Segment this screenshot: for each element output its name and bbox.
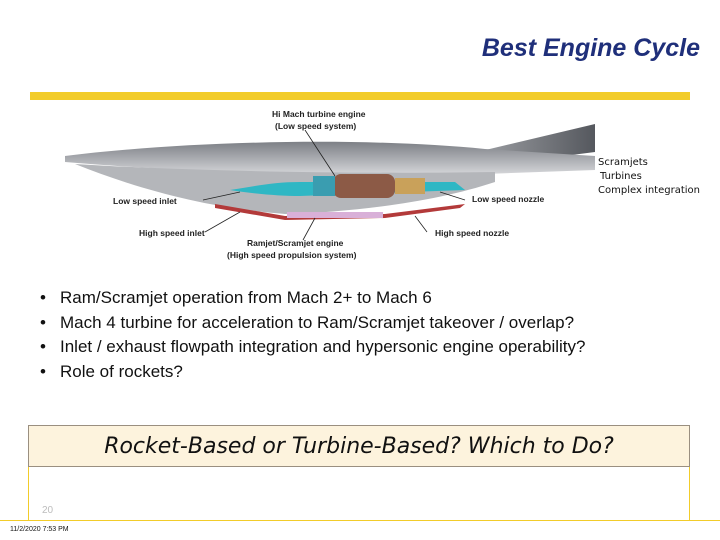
title-underline-bar	[30, 92, 690, 100]
bullet-dot: •	[40, 337, 46, 356]
label-ramjet-scramjet-engine: Ramjet/Scramjet engine	[247, 238, 344, 248]
callout-text: Rocket-Based or Turbine-Based? Which to …	[104, 433, 614, 459]
label-high-speed-inlet: High speed inlet	[139, 228, 205, 238]
footer-left-rule	[28, 467, 29, 520]
slide-title: Best Engine Cycle	[481, 34, 700, 62]
side-note-scramjets: Scramjets	[598, 157, 648, 168]
bullet-item: • Inlet / exhaust flowpath integration an…	[40, 337, 585, 362]
scramjet-combustor	[287, 212, 383, 218]
callout-box: Rocket-Based or Turbine-Based? Which to …	[28, 425, 690, 467]
label-hi-mach-turbine: Hi Mach turbine engine	[272, 109, 366, 119]
bullet-item: • Mach 4 turbine for acceleration to Ram/…	[40, 313, 585, 338]
label-low-speed-inlet: Low speed inlet	[113, 196, 177, 206]
vehicle-upper-body	[65, 141, 595, 175]
propulsion-diagram: Hi Mach turbine engine (Low speed system…	[65, 109, 595, 260]
turbine-compressor	[313, 176, 335, 196]
side-note-turbines: Turbines	[600, 171, 642, 182]
turbine-core	[333, 174, 395, 198]
side-notes: Scramjets Turbines Complex integration	[598, 156, 700, 198]
bullet-text: Inlet / exhaust flowpath integration and…	[60, 337, 586, 356]
bullet-text: Mach 4 turbine for acceleration to Ram/S…	[60, 312, 575, 332]
scramjet-flowpath	[215, 204, 465, 220]
datestamp: 11/2/2020 7:53 PM	[10, 526, 69, 533]
page-number: 20	[42, 505, 54, 516]
label-low-speed-nozzle: Low speed nozzle	[472, 194, 545, 204]
bullet-item: • Role of rockets?	[40, 362, 585, 387]
side-note-complex-integration: Complex integration	[598, 185, 700, 196]
bullet-dot: •	[40, 361, 46, 381]
footer-right-rule	[689, 467, 690, 520]
bullet-item: • Ram/Scramjet operation from Mach 2+ to …	[40, 288, 585, 313]
bullet-list: • Ram/Scramjet operation from Mach 2+ to …	[40, 288, 585, 386]
bullet-text: Ram/Scramjet operation from Mach 2+ to M…	[60, 288, 432, 307]
bullet-text: Role of rockets?	[60, 361, 183, 381]
label-low-speed-system: (Low speed system)	[275, 121, 356, 131]
footer-bottom-rule	[0, 520, 720, 521]
bullet-dot: •	[40, 288, 46, 307]
turbine-afterburner	[395, 178, 425, 194]
label-high-speed-propulsion: (High speed propulsion system)	[227, 250, 357, 260]
bullet-dot: •	[40, 312, 46, 332]
label-high-speed-nozzle: High speed nozzle	[435, 228, 509, 238]
